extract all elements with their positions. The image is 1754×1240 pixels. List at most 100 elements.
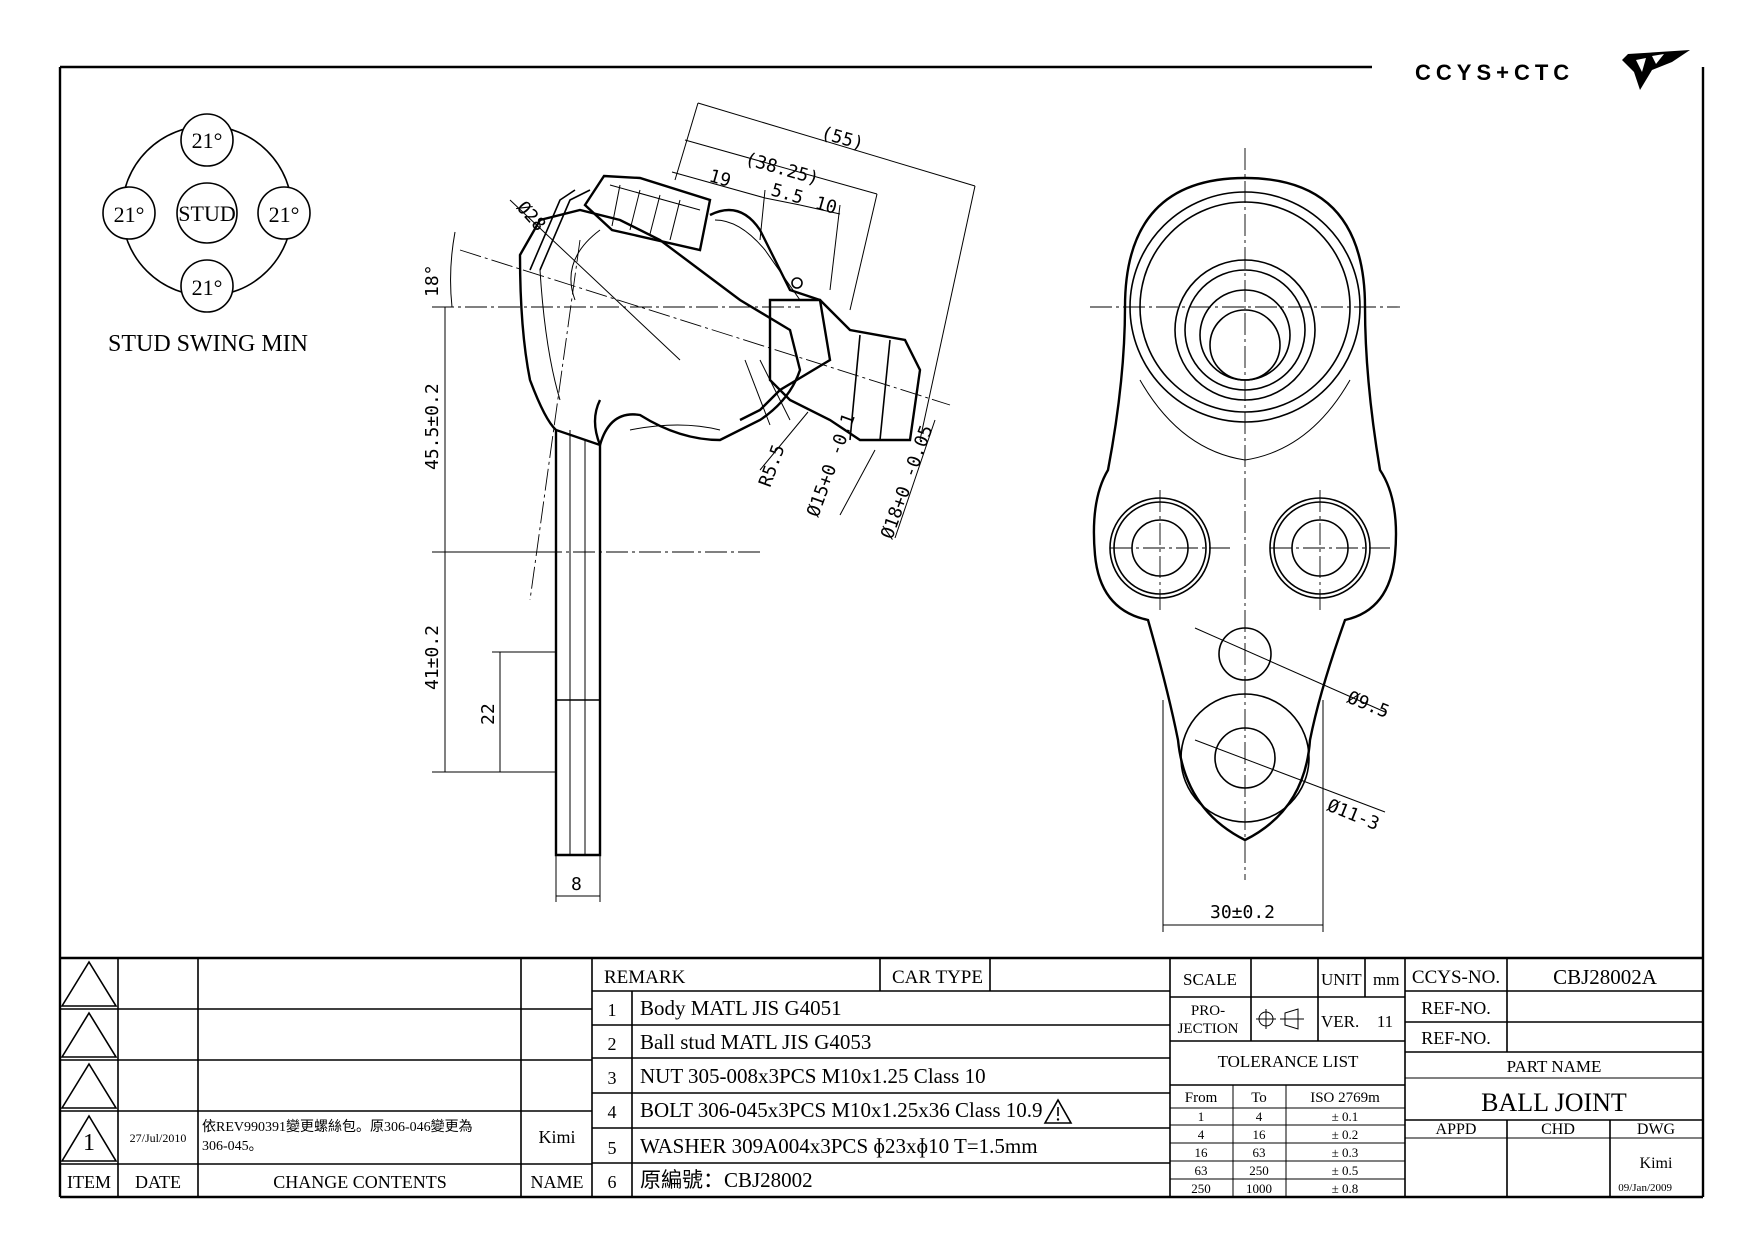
part-block: CCYS-NO. CBJ28002A REF-NO. REF-NO. PART … (1405, 958, 1703, 1197)
header-name: NAME (531, 1172, 584, 1192)
unit-label: UNIT (1321, 970, 1362, 989)
dim-22: 22 (478, 651, 556, 772)
svg-text:2: 2 (608, 1034, 617, 1054)
dim-dia-18: Ø18+0 -0.05 (877, 419, 937, 542)
svg-text:5: 5 (608, 1138, 617, 1158)
swing-angle-top: 21° (192, 128, 223, 153)
swing-center-label: STUD (178, 201, 235, 226)
part-name-value: BALL JOINT (1481, 1088, 1627, 1117)
svg-text:16: 16 (1253, 1127, 1267, 1142)
svg-text:16: 16 (1195, 1145, 1209, 1160)
remark-item-6: 原編號：CBJ28002 (640, 1168, 813, 1192)
ver-label: VER. (1321, 1012, 1359, 1031)
dim-dia-9-5: Ø9.5 (1194, 627, 1392, 723)
dwg-label: DWG (1637, 1121, 1676, 1138)
projection-label-1: PRO- (1191, 1003, 1225, 1019)
svg-text:ISO 2769m: ISO 2769m (1310, 1090, 1380, 1106)
remark-item-2: Ball stud MATL JIS G4053 (640, 1030, 871, 1054)
svg-text:CCYS+CTC: CCYS+CTC (1415, 60, 1574, 85)
svg-text:4: 4 (1198, 1127, 1205, 1142)
svg-text:4: 4 (608, 1102, 617, 1122)
remark-item-3: NUT 305-008x3PCS M10x1.25 Class 10 (640, 1064, 986, 1088)
svg-text:1: 1 (608, 1000, 617, 1020)
swing-angle-left: 21° (114, 202, 145, 227)
svg-text:45.5±0.2: 45.5±0.2 (422, 383, 443, 470)
svg-text:(55): (55) (819, 123, 866, 155)
header-change-contents: CHANGE CONTENTS (273, 1172, 447, 1192)
warning-triangle-icon (1043, 1098, 1073, 1124)
svg-text:63: 63 (1253, 1145, 1266, 1160)
company-logo: CCYS+CTC (1415, 50, 1690, 90)
ccys-no-label: CCYS-NO. (1412, 967, 1500, 988)
svg-text:250: 250 (1249, 1163, 1269, 1178)
svg-text:8: 8 (571, 874, 582, 895)
remark-item-4: BOLT 306-045x3PCS M10x1.25x36 Class 10.9 (640, 1098, 1043, 1122)
info-block: SCALE UNIT mm PRO- JECTION VER. 11 TOLER… (1170, 958, 1406, 1197)
chd-label: CHD (1541, 1121, 1575, 1138)
dim-r5-5: R5.5 (755, 411, 809, 490)
svg-text:41±0.2: 41±0.2 (422, 625, 443, 690)
front-view: Ø9.5 Ø11-3 30±0.2 (1090, 148, 1400, 932)
dim-5-5: 5.5 (759, 180, 806, 241)
dwg-date: 09/Jan/2009 (1618, 1182, 1672, 1194)
header-item: ITEM (67, 1172, 111, 1192)
svg-text:10: 10 (813, 193, 840, 219)
svg-text:22: 22 (478, 703, 499, 725)
ref-no-label-1: REF-NO. (1421, 998, 1491, 1018)
dim-45-5: 45.5±0.2 (422, 307, 540, 553)
dim-dia-15: Ø15+0 -0.1 (803, 411, 876, 520)
svg-text:Ø28: Ø28 (512, 197, 549, 235)
svg-text:Ø9.5: Ø9.5 (1344, 687, 1392, 723)
dim-30: 30±0.2 (1162, 700, 1324, 932)
dim-55: (55) (674, 102, 976, 441)
ver-value: 11 (1377, 1012, 1393, 1031)
dim-angle-18: 18° (422, 231, 456, 308)
svg-text:± 0.1: ± 0.1 (1332, 1109, 1359, 1124)
title-block: 1 27/Jul/2010 依REV990391變更螺絲包。原306-046變更… (60, 956, 1704, 1197)
ref-no-label-2: REF-NO. (1421, 1028, 1491, 1048)
dim-10: 10 (799, 193, 841, 291)
svg-text:R5.5: R5.5 (755, 442, 790, 490)
swing-caption: STUD SWING MIN (108, 331, 308, 357)
revision-content-line1: 依REV990391變更螺絲包。原306-046變更為 (202, 1119, 473, 1135)
svg-text:From: From (1185, 1090, 1218, 1106)
dim-8: 8 (555, 855, 601, 902)
header-date: DATE (135, 1172, 181, 1192)
dim-41: 41±0.2 (422, 552, 556, 773)
svg-text:4: 4 (1256, 1109, 1263, 1124)
remark-item-5: WASHER 309A004x3PCS ɸ23xɸ10 T=1.5mm (640, 1134, 1038, 1158)
part-name-label: PART NAME (1507, 1057, 1602, 1076)
dim-dia-28: Ø28 (509, 197, 681, 361)
appd-label: APPD (1436, 1121, 1477, 1138)
svg-text:6: 6 (608, 1172, 617, 1192)
remark-item-1: Body MATL JIS G4051 (640, 996, 842, 1020)
svg-text:± 0.8: ± 0.8 (1332, 1181, 1359, 1196)
svg-text:18°: 18° (422, 264, 443, 297)
dwg-value: Kimi (1640, 1155, 1673, 1172)
projection-label-2: JECTION (1178, 1021, 1239, 1037)
car-type-label: CAR TYPE (892, 967, 983, 988)
swing-angle-right: 21° (269, 202, 300, 227)
svg-text:1: 1 (1198, 1109, 1205, 1124)
revision-table: 1 27/Jul/2010 依REV990391變更螺絲包。原306-046變更… (60, 958, 593, 1197)
svg-text:3: 3 (608, 1068, 617, 1088)
svg-text:± 0.5: ± 0.5 (1332, 1163, 1359, 1178)
svg-text:Ø11-3: Ø11-3 (1324, 795, 1382, 835)
remark-label: REMARK (604, 967, 686, 988)
revision-content-line2: 306-045。 (202, 1139, 263, 1154)
svg-text:± 0.3: ± 0.3 (1332, 1145, 1359, 1160)
tolerance-title: TOLERANCE LIST (1218, 1052, 1359, 1071)
third-angle-projection-icon (1256, 1008, 1304, 1030)
stud-swing-diagram: 21° 21° 21° 21° STUD STUD SWING MIN (102, 113, 311, 357)
svg-text:1000: 1000 (1246, 1181, 1272, 1196)
remark-table: REMARK CAR TYPE 1 Body MATL JIS G4051 2 … (592, 958, 1171, 1197)
svg-text:± 0.2: ± 0.2 (1332, 1127, 1359, 1142)
svg-text:To: To (1251, 1090, 1267, 1106)
revision-item: 1 (83, 1130, 95, 1156)
side-view: (55) (38.25) 19 5.5 10 Ø28 18° (422, 102, 976, 902)
svg-text:Ø15+0 -0.1: Ø15+0 -0.1 (803, 411, 860, 520)
dim-dia-11: Ø11-3 (1194, 739, 1386, 835)
ccys-no-value: CBJ28002A (1553, 965, 1658, 989)
revision-date: 27/Jul/2010 (130, 1131, 187, 1145)
